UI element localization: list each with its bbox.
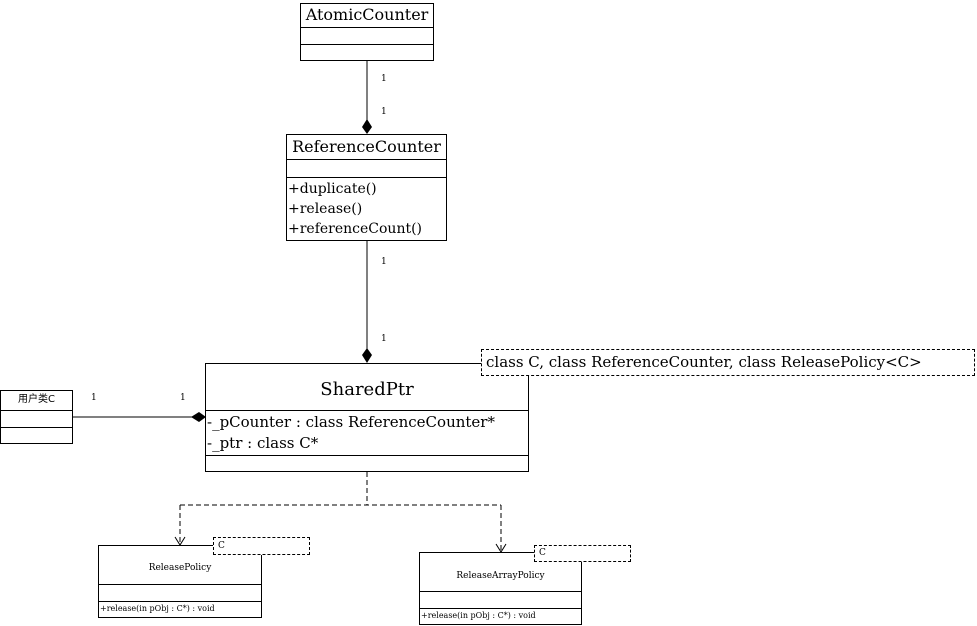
shared-ptr-template-params: class C, class ReferenceCounter, class R… <box>481 349 975 376</box>
user-class-attributes <box>1 410 72 427</box>
release-array-policy-op-release: +release(in pObj : C*) : void <box>421 611 536 620</box>
release-array-policy-class[interactable]: ReleaseArrayPolicy +release(in pObj : C*… <box>419 552 582 625</box>
release-policy-attributes <box>99 584 261 601</box>
user-class[interactable]: 用户类C <box>0 390 73 444</box>
user-class-name: 用户类C <box>18 394 55 405</box>
release-array-policy-operations: +release(in pObj : C*) : void <box>420 608 581 624</box>
multiplicity-refcounter-top: 1 <box>381 257 387 267</box>
release-array-policy-name: ReleaseArrayPolicy <box>456 571 545 581</box>
reference-counter-class[interactable]: ReferenceCounter +duplicate() +release()… <box>286 134 447 241</box>
release-policy-operations: +release(in pObj : C*) : void <box>99 601 261 617</box>
composition-diamond-user <box>191 412 206 422</box>
reference-counter-name: ReferenceCounter <box>292 137 441 156</box>
multiplicity-user-left: 1 <box>91 393 97 403</box>
release-policy-template-param: C <box>213 537 310 555</box>
multiplicity-atomic-bottom: 1 <box>381 107 387 117</box>
shared-ptr-operations <box>206 455 528 471</box>
shared-ptr-attr-ptr: -_ptr : class C* <box>207 434 319 452</box>
atomic-counter-class[interactable]: AtomicCounter <box>300 3 434 61</box>
atomic-counter-name: AtomicCounter <box>305 5 429 24</box>
composition-diamond-refcounter <box>362 348 372 363</box>
user-class-operations <box>1 427 72 443</box>
reference-counter-op-duplicate: +duplicate() <box>288 181 377 197</box>
composition-diamond-atomic <box>362 119 372 134</box>
shared-ptr-class[interactable]: SharedPtr -_pCounter : class ReferenceCo… <box>205 363 529 472</box>
release-policy-class[interactable]: ReleasePolicy +release(in pObj : C*) : v… <box>98 545 262 618</box>
atomic-counter-operations <box>301 44 433 60</box>
reference-counter-attributes <box>287 159 446 177</box>
atomic-counter-attributes <box>301 27 433 44</box>
reference-counter-op-release: +release() <box>288 201 363 217</box>
reference-counter-op-reference-count: +referenceCount() <box>288 221 423 237</box>
release-policy-op-release: +release(in pObj : C*) : void <box>100 604 215 613</box>
multiplicity-user-right: 1 <box>180 393 186 403</box>
release-array-policy-attributes <box>420 591 581 608</box>
multiplicity-atomic-top: 1 <box>381 74 387 84</box>
reference-counter-operations: +duplicate() +release() +referenceCount(… <box>287 177 446 240</box>
multiplicity-refcounter-bottom: 1 <box>381 334 387 344</box>
shared-ptr-name: SharedPtr <box>320 379 414 400</box>
shared-ptr-attributes: -_pCounter : class ReferenceCounter* -_p… <box>206 410 528 455</box>
shared-ptr-attr-pcounter: -_pCounter : class ReferenceCounter* <box>207 413 495 431</box>
release-array-policy-template-param: C <box>534 545 631 562</box>
release-policy-name: ReleasePolicy <box>148 563 212 573</box>
